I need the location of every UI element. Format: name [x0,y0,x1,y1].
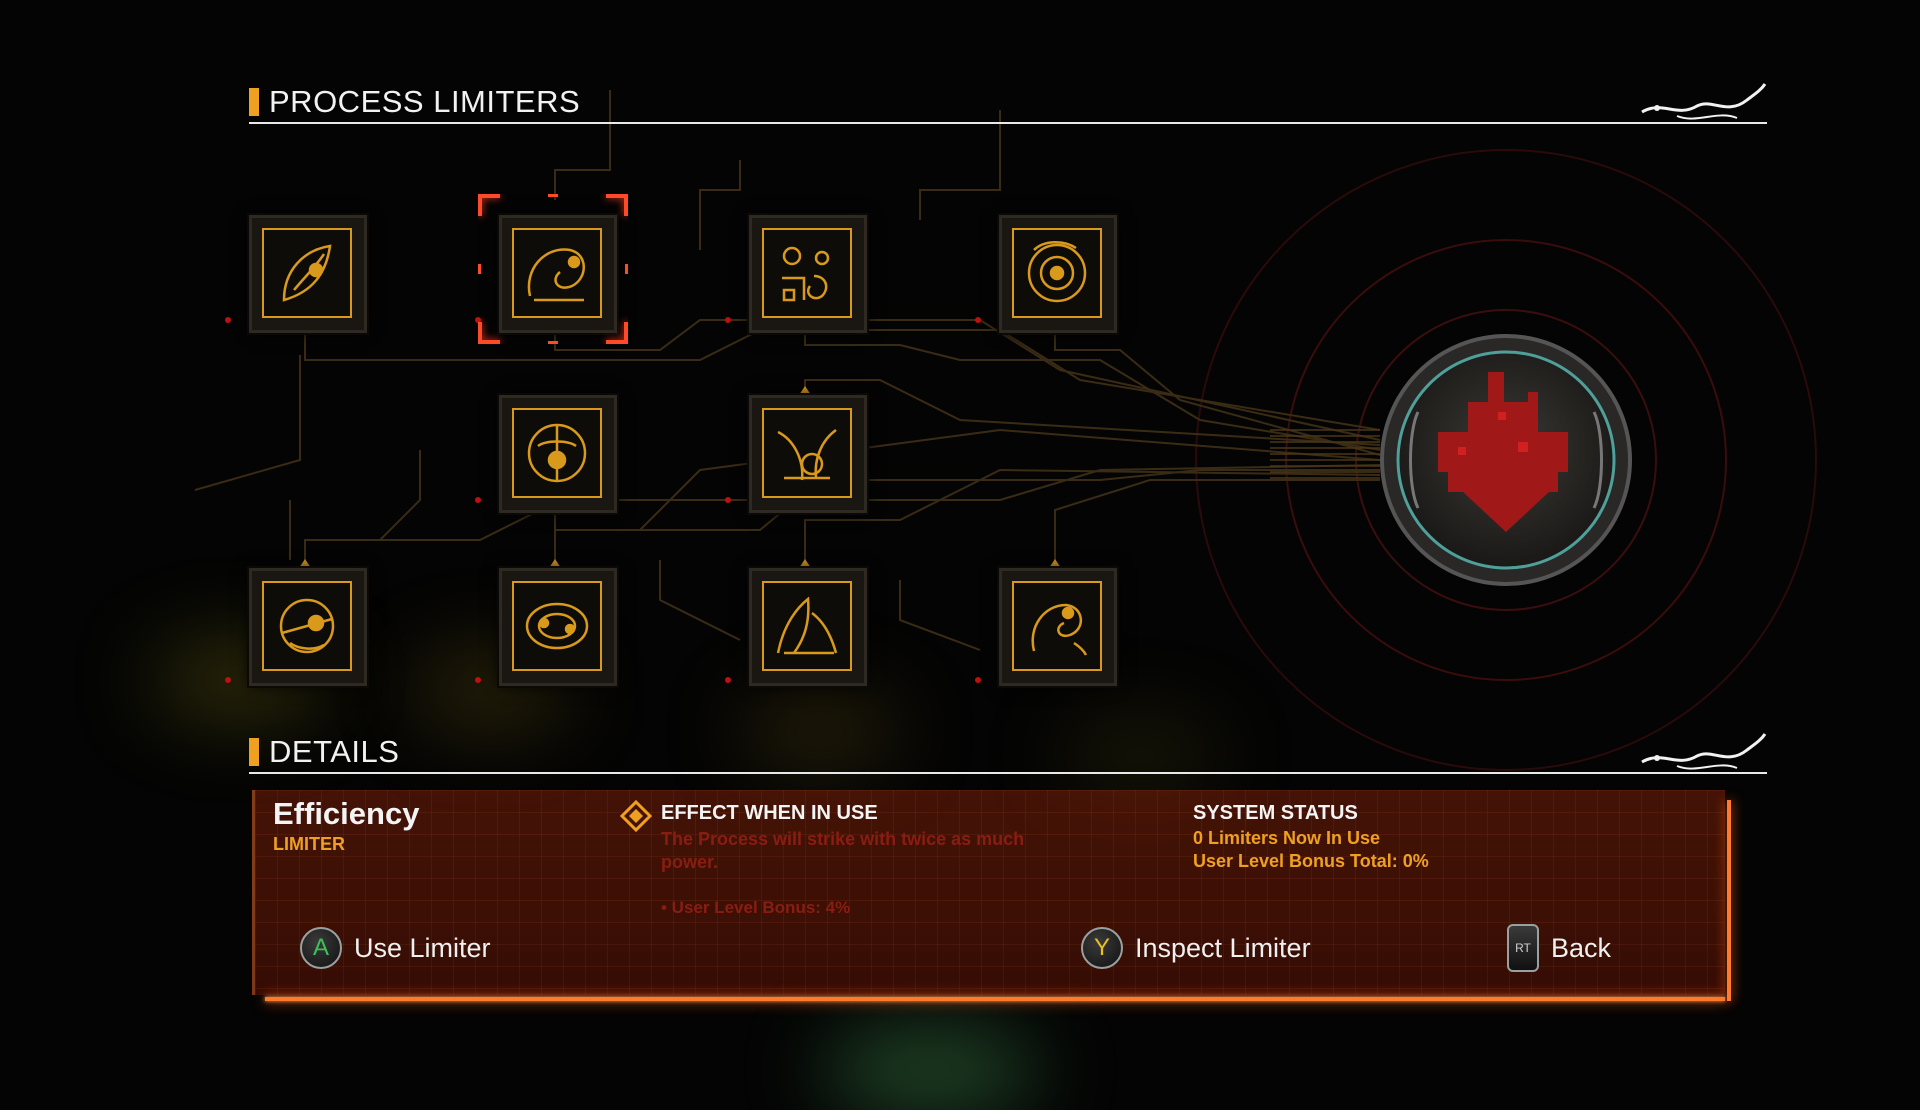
status-limiters-in-use: 0 Limiters Now In Use [1193,828,1381,848]
winged-figure-icon [776,596,838,655]
header-marker [249,738,259,766]
a-button-icon: A [300,927,342,969]
limiter-slot-2[interactable] [499,215,617,333]
plant-sprout-icon [282,244,332,302]
inspect-limiter-label: Inspect Limiter [1135,932,1311,963]
header-rule [249,772,1767,774]
shield-crest-icon [527,423,587,483]
status-bonus-total: User Level Bonus Total: 0% [1193,851,1429,871]
details-header: DETAILS [249,732,1767,774]
effect-description: The Process will strike with twice as mu… [661,829,1025,872]
process-limiters-header: PROCESS LIMITERS [249,82,1767,124]
leaf-beetle-icon [777,428,837,481]
creature-coil-icon [527,248,585,302]
use-limiter-button[interactable]: A Use Limiter [300,926,491,970]
back-label: Back [1551,932,1612,963]
section-title: DETAILS [269,734,400,769]
panel-grid [255,790,1725,995]
ornament-icon [1641,733,1767,770]
limiter-slot-6[interactable] [749,395,867,513]
details-panel: Efficiency LIMITER EFFECT WHEN IN USE Th… [252,790,1731,1001]
limiter-slot-1[interactable] [249,215,367,333]
limiter-slot-8[interactable] [499,568,617,686]
limiter-slot-7[interactable] [249,568,367,686]
system-status-title: SYSTEM STATUS [1193,802,1358,824]
back-button[interactable]: RT Back [1507,924,1612,972]
limiter-slot-4[interactable] [999,215,1117,333]
header-marker [249,88,259,116]
effect-bonus: • User Level Bonus: 4% [661,898,851,917]
concentric-ring-icon [1027,241,1087,303]
ring-creature-icon [279,598,335,654]
y-button-icon: Y [1081,927,1123,969]
limiter-slot-5[interactable] [499,395,617,513]
inspect-limiter-button[interactable]: Y Inspect Limiter [1081,926,1311,970]
limiter-slot-9[interactable] [749,568,867,686]
panel-glow-edge [265,997,1725,1001]
limiter-slot-3[interactable] [749,215,867,333]
effect-title: EFFECT WHEN IN USE [661,802,878,824]
use-limiter-label: Use Limiter [354,932,491,963]
section-title: PROCESS LIMITERS [269,84,581,119]
curled-creature-icon [1031,603,1088,656]
circuit-pattern-icon [782,246,830,302]
process-core-icon [1380,334,1632,586]
limiter-slot-10[interactable] [999,568,1117,686]
limiter-name: Efficiency [273,796,420,831]
panel-glow-edge [1727,800,1731,1001]
limiter-type: LIMITER [273,834,345,854]
selection-cursor [478,194,628,344]
rt-trigger-icon: RT [1507,924,1539,972]
ornate-oval-icon [525,602,589,650]
ornament-icon [1641,83,1767,120]
header-rule [249,122,1767,124]
diamond-icon [620,800,652,832]
